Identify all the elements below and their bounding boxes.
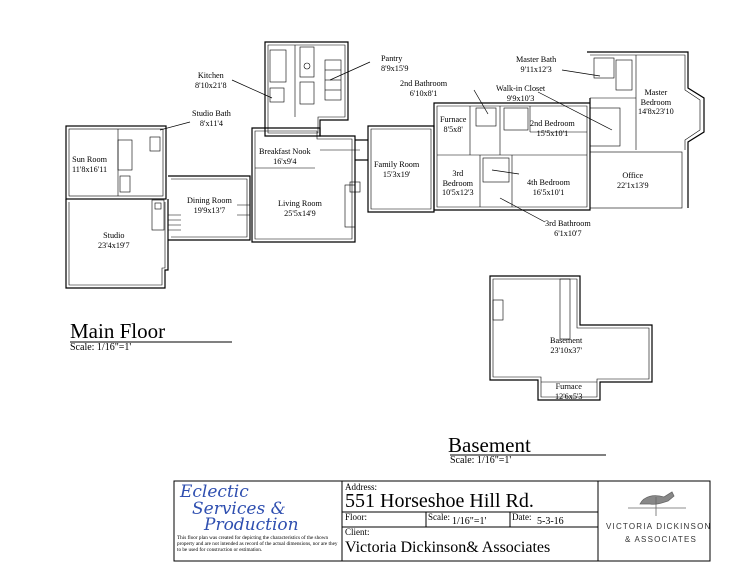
master-suite-walls	[587, 51, 705, 208]
sun-room-walls	[65, 125, 167, 200]
brand-line-2: & ASSOCIATES	[625, 535, 698, 544]
scale-label: Scale:	[428, 512, 450, 522]
logo-line-2: Services &	[192, 499, 286, 519]
office-walls	[589, 151, 683, 209]
dining-room-walls	[168, 175, 251, 241]
basement-walls	[489, 275, 653, 401]
date-value: 5-3-16	[537, 516, 564, 527]
kitchen-walls	[264, 41, 349, 137]
horse-weathervane-logo	[628, 491, 686, 516]
floor-label: Floor:	[345, 512, 368, 522]
address-value: 551 Horseshoe Hill Rd.	[345, 490, 534, 512]
disclaimer-text: This floor plan was created for depictin…	[177, 535, 338, 554]
date-label: Date:	[512, 512, 532, 522]
title-block-frame	[173, 480, 711, 562]
address-label: Address:	[345, 482, 377, 492]
main-floor-scale: Scale: 1/16"=1'	[70, 342, 132, 353]
scale-value: 1/16"=1'	[452, 516, 487, 527]
client-label: Client:	[345, 527, 370, 537]
family-room-walls	[349, 125, 435, 213]
logo-line-3: Production	[204, 515, 299, 535]
living-room-walls	[251, 127, 360, 243]
brand-line-1: VICTORIA DICKINSON	[606, 522, 712, 531]
studio-walls	[65, 199, 169, 289]
client-value: Victoria Dickinson& Associates	[345, 539, 551, 556]
main-floor-title: Main Floor	[70, 319, 166, 343]
leader-lines	[159, 61, 613, 223]
logo-line-1: Eclectic	[180, 482, 249, 502]
basement-scale: Scale: 1/16"=1'	[450, 455, 512, 466]
basement-title: Basement	[448, 433, 531, 457]
